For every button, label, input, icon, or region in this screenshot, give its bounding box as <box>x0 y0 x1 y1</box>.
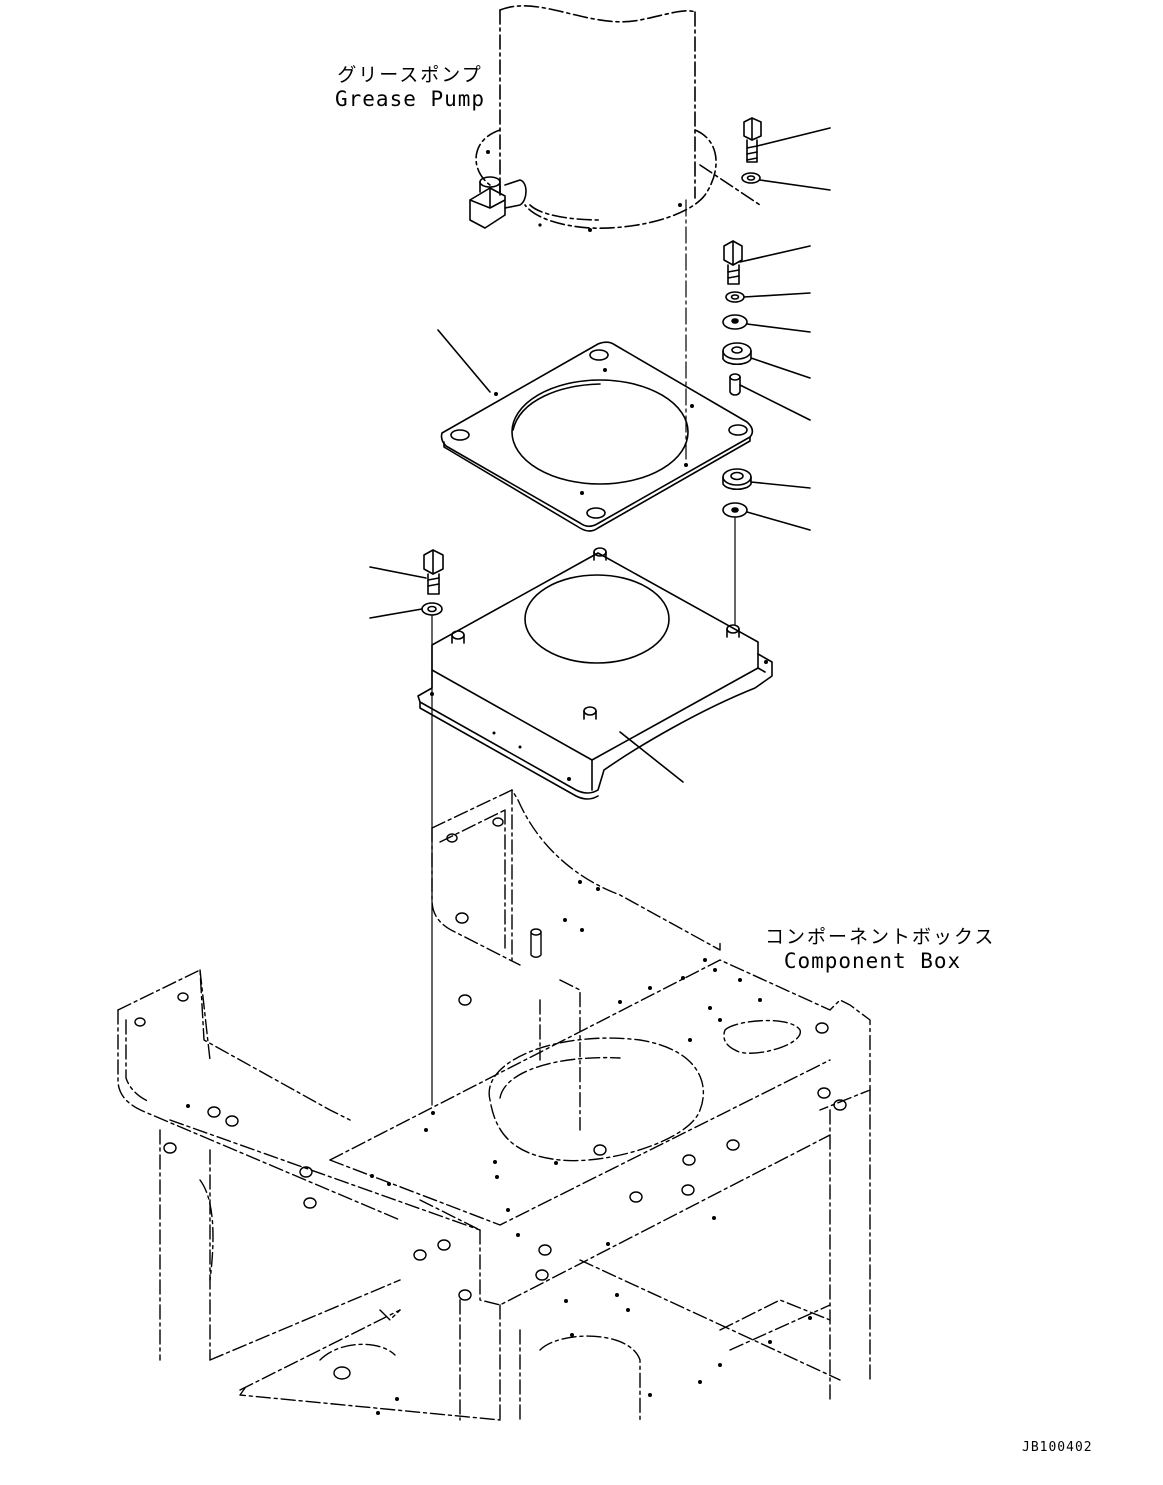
collar <box>729 373 741 396</box>
pump-holes <box>486 150 682 232</box>
component-box-label-en: Component Box <box>783 949 962 973</box>
washer-1 <box>741 172 761 184</box>
leader-plate <box>437 329 491 393</box>
rubber-mount-upper <box>722 342 752 366</box>
flat-washer <box>722 314 748 330</box>
grease-pump-label-jp: グリースポンプ <box>337 64 483 86</box>
leader-bolt-2 <box>739 245 811 263</box>
washer-left <box>421 602 443 616</box>
leader-collar <box>739 384 811 421</box>
bracket-studs <box>451 547 740 720</box>
leader-flat-washer <box>746 323 811 333</box>
rubber-mount-lower <box>722 468 752 491</box>
bolt-3 <box>423 549 444 595</box>
grease-pump-label-en: Grease Pump <box>335 87 486 111</box>
component-box-frame <box>117 789 871 1421</box>
mounting-plate <box>440 341 754 532</box>
leader-bolt-3 <box>369 566 427 579</box>
grease-fitting <box>469 176 527 229</box>
component-box-label: コンポーネントボックス Component Box <box>765 926 996 973</box>
leader-washer-1 <box>759 179 831 191</box>
washer-lower <box>722 502 748 518</box>
component-box-label-jp: コンポーネントボックス <box>765 926 996 948</box>
leader-spring-washer <box>743 292 811 298</box>
leader-bolt-1 <box>756 127 831 147</box>
bolt-2 <box>723 240 743 285</box>
frame-holes <box>186 880 812 1415</box>
bolt-1 <box>743 117 762 163</box>
pump-bracket <box>417 547 773 800</box>
drawing-code: JB100402 <box>1022 1440 1093 1455</box>
leader-washer-lower <box>746 511 811 531</box>
frame-studs <box>134 817 847 1380</box>
leader-rubber-mount-lower <box>750 481 811 489</box>
plate-holes <box>494 368 694 495</box>
leader-rubber-mount-upper <box>750 357 811 379</box>
grease-pump-outline <box>475 5 761 229</box>
grease-pump-label: グリースポンプ Grease Pump <box>335 66 485 110</box>
leader-bracket <box>619 731 684 783</box>
leader-washer-left <box>369 608 423 619</box>
bracket-holes <box>430 660 768 781</box>
spring-washer <box>725 291 745 303</box>
